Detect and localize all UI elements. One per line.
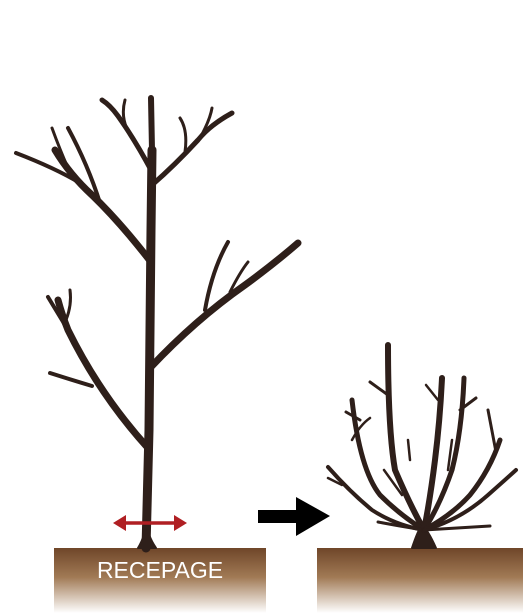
process-arrow-icon <box>258 497 330 536</box>
recepage-label: RECEPAGE <box>54 557 266 584</box>
soil-right <box>317 548 523 613</box>
tall-tree-icon <box>16 98 298 548</box>
coppiced-shrub-icon <box>328 345 516 548</box>
